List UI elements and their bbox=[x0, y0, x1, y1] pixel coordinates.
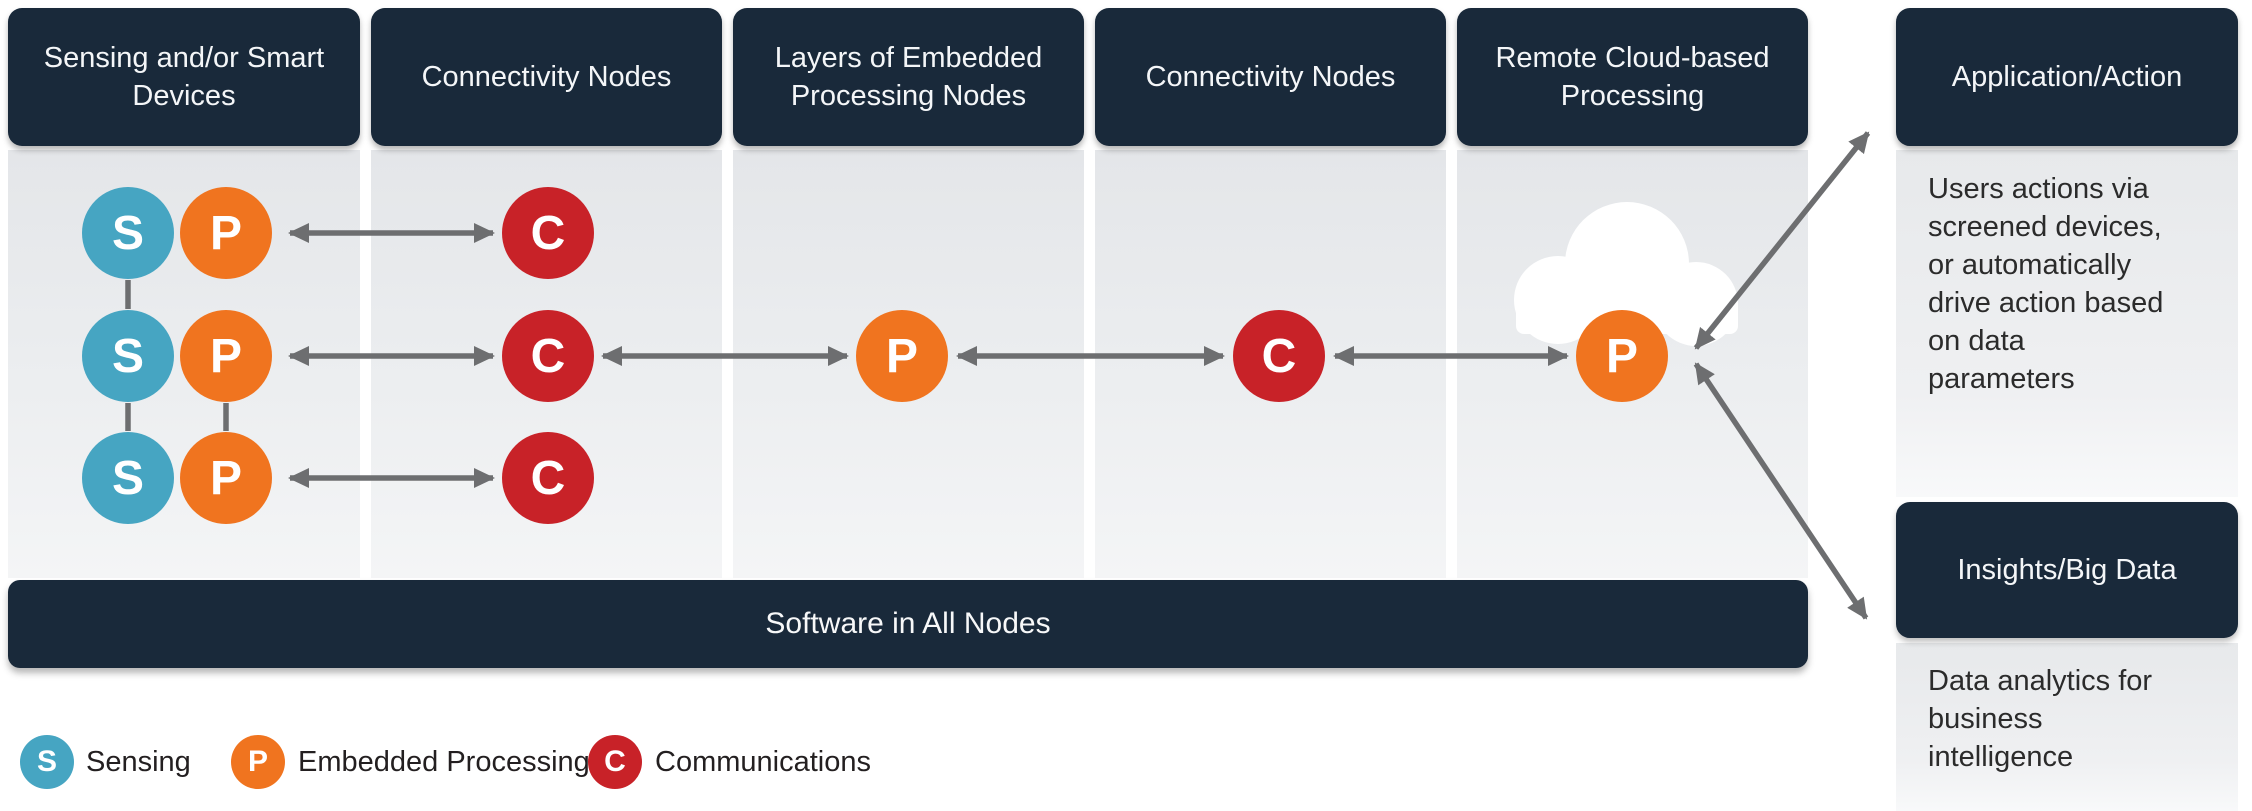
insights-description-line: Data analytics for bbox=[1928, 665, 2153, 697]
communications-node-2: C bbox=[502, 310, 594, 402]
insights-description: Data analytics for business intelligence bbox=[1928, 662, 2228, 776]
legend-communications-icon: C bbox=[588, 735, 642, 789]
insights-description-line: intelligence bbox=[1928, 741, 2074, 773]
application-description-line: screened devices, bbox=[1928, 211, 2162, 243]
header-connectivity-nodes-2: Connectivity Nodes bbox=[1095, 8, 1446, 146]
application-description-line: Users actions via bbox=[1928, 173, 2149, 205]
application-description-line: on data bbox=[1928, 325, 2025, 357]
application-description-line: drive action based bbox=[1928, 287, 2164, 319]
header-insights-big-data: Insights/Big Data bbox=[1896, 502, 2238, 638]
legend-processing-label: Embedded Processing bbox=[298, 745, 590, 778]
processing-node-mid: P bbox=[856, 310, 948, 402]
processing-node-2: P bbox=[180, 310, 272, 402]
legend-sensing-label: Sensing bbox=[86, 745, 191, 778]
processing-node-3: P bbox=[180, 432, 272, 524]
processing-node-1: P bbox=[180, 187, 272, 279]
application-description-line: or automatically bbox=[1928, 249, 2132, 281]
sensing-node-2: S bbox=[82, 310, 174, 402]
header-embedded-processing: Layers of Embedded Processing Nodes bbox=[733, 8, 1084, 146]
header-application-action: Application/Action bbox=[1896, 8, 2238, 146]
processing-node-cloud: P bbox=[1576, 310, 1668, 402]
application-description-line: parameters bbox=[1928, 363, 2075, 395]
header-sensing-devices: Sensing and/or Smart Devices bbox=[8, 8, 360, 146]
insights-description-line: business bbox=[1928, 703, 2043, 735]
sensing-node-1: S bbox=[82, 187, 174, 279]
header-connectivity-nodes-1: Connectivity Nodes bbox=[371, 8, 722, 146]
software-bar: Software in All Nodes bbox=[8, 580, 1808, 668]
legend-processing-icon: P bbox=[231, 735, 285, 789]
communications-node-3: C bbox=[502, 432, 594, 524]
communications-node-1: C bbox=[502, 187, 594, 279]
insights-panel bbox=[1896, 643, 2238, 811]
application-description: Users actions via screened devices, or a… bbox=[1928, 170, 2228, 398]
application-panel bbox=[1896, 150, 2238, 497]
header-remote-cloud: Remote Cloud-based Processing bbox=[1457, 8, 1808, 146]
legend-communications-label: Communications bbox=[655, 745, 871, 778]
legend-sensing-icon: S bbox=[20, 735, 74, 789]
communications-node-4: C bbox=[1233, 310, 1325, 402]
sensing-node-3: S bbox=[82, 432, 174, 524]
